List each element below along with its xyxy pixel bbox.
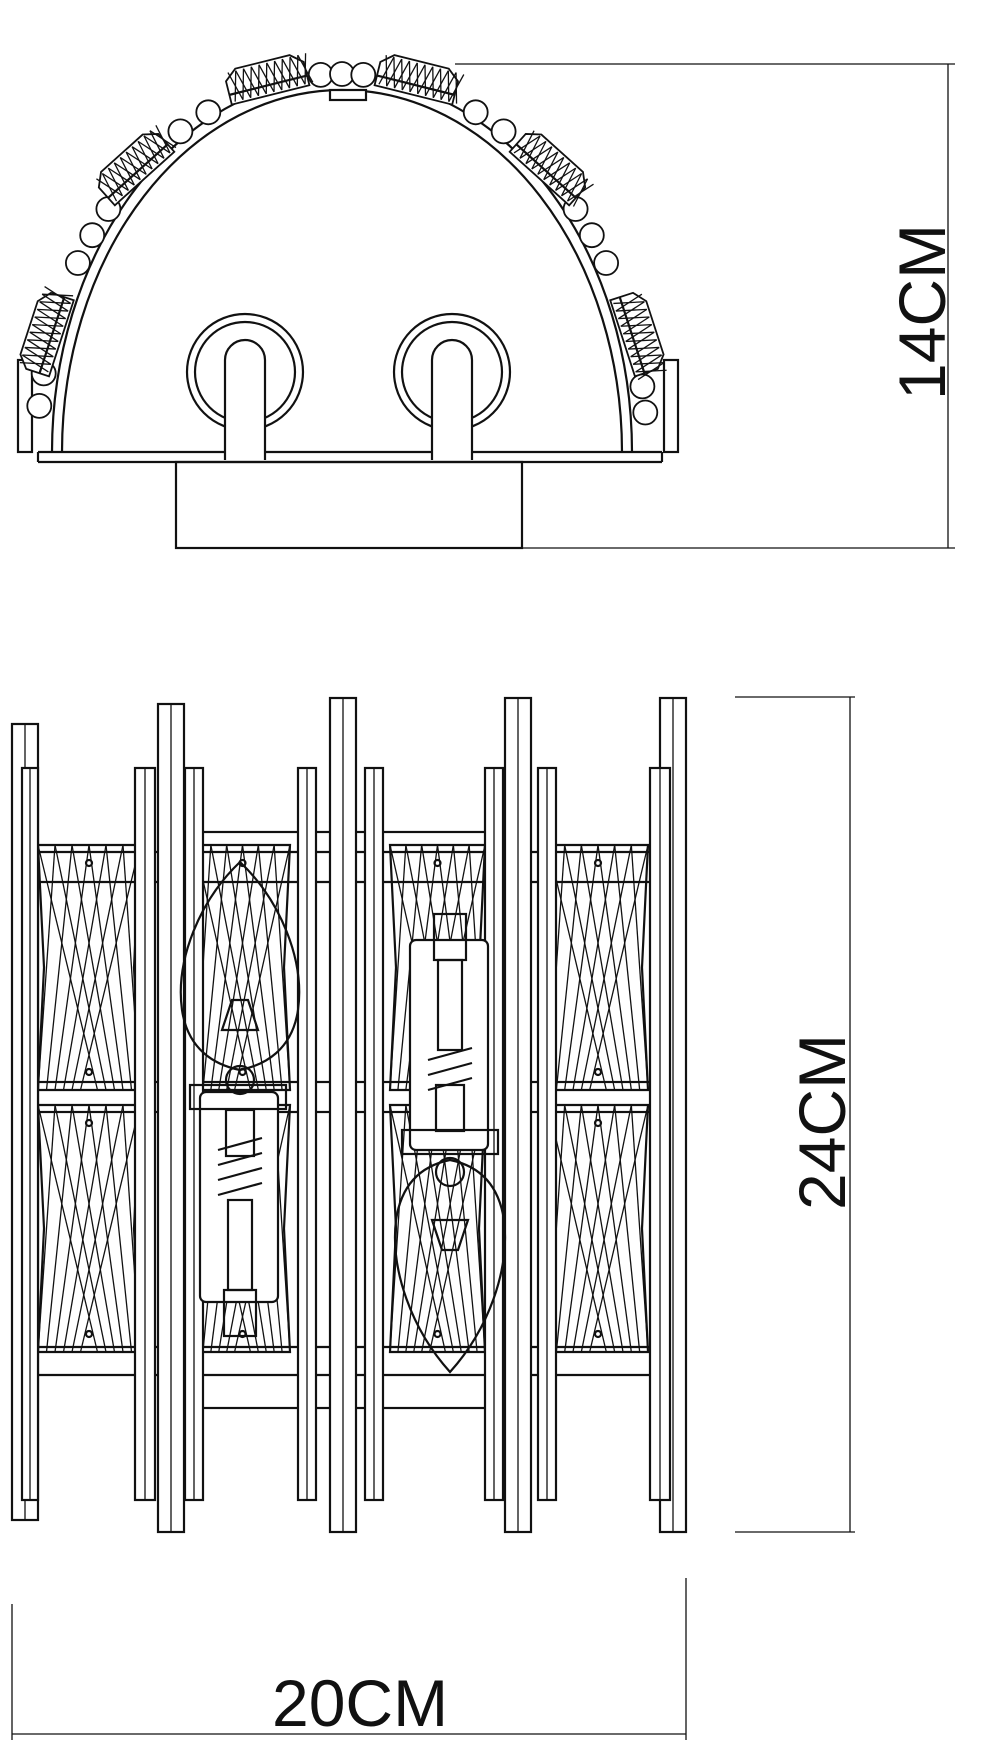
front-height-label: 24CM <box>785 1034 859 1210</box>
bead <box>65 250 91 276</box>
top-arc-decoration <box>19 53 667 426</box>
crystal-block <box>19 286 75 378</box>
crystal-block <box>609 291 667 381</box>
top-arc-outer <box>50 75 634 453</box>
bead <box>329 61 355 87</box>
bead <box>632 399 659 426</box>
front-view: 24CM 20CM <box>10 696 859 1740</box>
vertical-rods <box>10 696 688 1534</box>
bead <box>307 62 334 88</box>
bulb-right <box>394 912 506 1374</box>
top-connector <box>328 88 368 102</box>
top-view: 14CM <box>16 53 959 550</box>
crystal-panel <box>546 843 650 1092</box>
bead <box>195 99 222 126</box>
bead <box>79 222 106 249</box>
bead <box>462 99 489 126</box>
bead <box>629 373 656 400</box>
bead <box>350 62 377 88</box>
top-dimension-label: 14CM <box>885 224 959 400</box>
crystal-block <box>225 53 314 106</box>
bead <box>490 118 517 145</box>
crystal-block <box>508 130 594 207</box>
bulb-left <box>179 860 301 1338</box>
top-holder-right <box>392 312 512 460</box>
bead <box>578 222 605 249</box>
crystal-panel <box>36 1103 142 1354</box>
bead <box>167 118 194 145</box>
crystal-block <box>373 54 465 106</box>
crystal-panel <box>546 1103 650 1354</box>
top-holder-left <box>185 312 305 460</box>
bead <box>26 392 53 419</box>
front-width-label: 20CM <box>272 1666 448 1740</box>
top-wall-plate <box>174 460 524 550</box>
crystal-block <box>96 125 177 207</box>
top-post-right <box>662 358 680 454</box>
bead <box>593 250 619 276</box>
